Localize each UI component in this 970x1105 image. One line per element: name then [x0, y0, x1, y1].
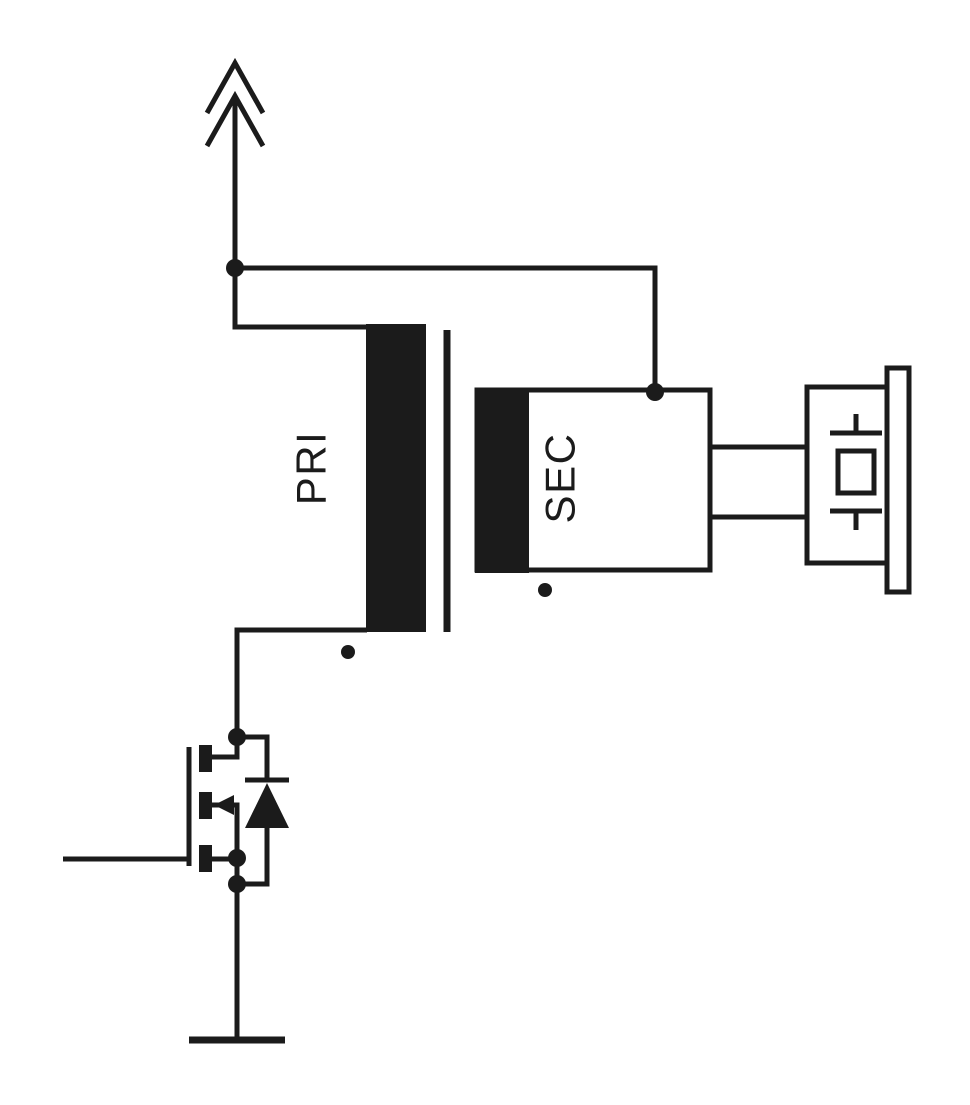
junction-dot-secondary-top [646, 383, 664, 401]
transformer-primary-winding [366, 324, 426, 632]
channel-segment-drain [199, 745, 212, 772]
polarity-dot-secondary [538, 583, 552, 597]
body-diode-icon [237, 734, 289, 887]
ultrasonic-transducer-icon [804, 365, 912, 595]
transformer: PRI SEC [288, 324, 713, 659]
wires [232, 265, 807, 737]
transformer-secondary-winding [475, 388, 529, 573]
primary-winding-label: PRI [288, 431, 335, 506]
drain-lead [212, 737, 240, 760]
channel-segment-source [199, 845, 212, 872]
n-channel-mosfet-icon [63, 734, 289, 1044]
wire-rail-to-primary [232, 268, 367, 330]
transducer-horn [884, 365, 912, 595]
body-arrow-icon [214, 795, 234, 815]
channel-segment-body [199, 792, 212, 819]
supply-rail-arrow-icon [204, 57, 266, 268]
polarity-dot-primary [341, 645, 355, 659]
crystal-symbol-icon [830, 414, 882, 530]
wire-rail-to-secondary [235, 265, 658, 392]
secondary-winding-label: SEC [537, 433, 584, 524]
transformer-secondary: SEC [474, 387, 713, 573]
junction-dot-rail [226, 259, 244, 277]
wire-primary-to-drain [234, 627, 367, 737]
